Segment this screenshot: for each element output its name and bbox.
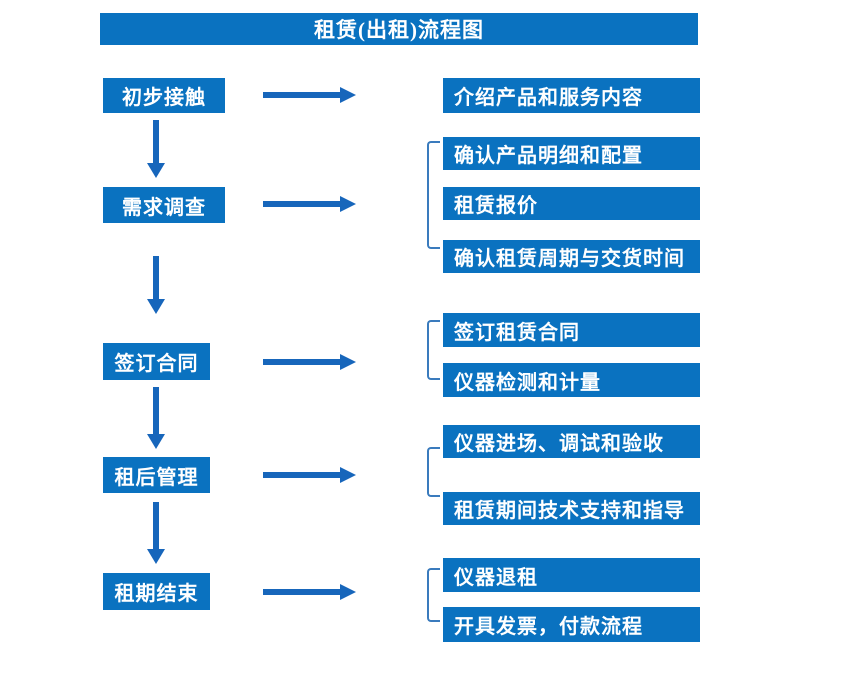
detail-box: 介绍产品和服务内容 — [443, 78, 700, 113]
detail-group-bracket — [427, 141, 440, 249]
down-arrow-shaft — [153, 120, 159, 163]
detail-box: 租赁报价 — [443, 187, 700, 220]
right-arrow-shaft — [263, 589, 340, 595]
detail-group-bracket — [427, 447, 440, 497]
down-arrow-head — [147, 549, 165, 564]
right-arrow-shaft — [263, 201, 340, 207]
right-arrow-head — [340, 354, 356, 370]
detail-box: 仪器进场、调试和验收 — [443, 425, 700, 458]
detail-box: 仪器退租 — [443, 558, 700, 592]
flow-step-box: 需求调查 — [103, 187, 225, 223]
detail-box: 开具发票，付款流程 — [443, 607, 700, 642]
right-arrow-shaft — [263, 472, 340, 478]
down-arrow-shaft — [153, 387, 159, 434]
detail-box: 签订租赁合同 — [443, 313, 700, 347]
right-arrow-head — [340, 467, 356, 483]
right-arrow-shaft — [263, 92, 340, 98]
detail-group-bracket — [427, 568, 440, 622]
detail-group-bracket — [427, 320, 440, 380]
down-arrow-shaft — [153, 256, 159, 299]
detail-box: 确认租赁周期与交货时间 — [443, 240, 700, 273]
flow-step-box: 签订合同 — [103, 343, 210, 380]
flow-step-box: 租期结束 — [103, 573, 210, 610]
right-arrow-head — [340, 196, 356, 212]
right-arrow-head — [340, 584, 356, 600]
right-arrow-shaft — [263, 359, 340, 365]
down-arrow-shaft — [153, 502, 159, 549]
detail-box: 租赁期间技术支持和指导 — [443, 492, 700, 525]
down-arrow-head — [147, 163, 165, 178]
down-arrow-head — [147, 434, 165, 449]
right-arrow-head — [340, 87, 356, 103]
flow-step-box: 初步接触 — [103, 78, 225, 113]
down-arrow-head — [147, 299, 165, 314]
detail-box: 仪器检测和计量 — [443, 363, 700, 397]
detail-box: 确认产品明细和配置 — [443, 137, 700, 170]
flowchart-title-banner: 租赁(出租)流程图 — [100, 13, 698, 45]
flow-step-box: 租后管理 — [103, 457, 210, 493]
